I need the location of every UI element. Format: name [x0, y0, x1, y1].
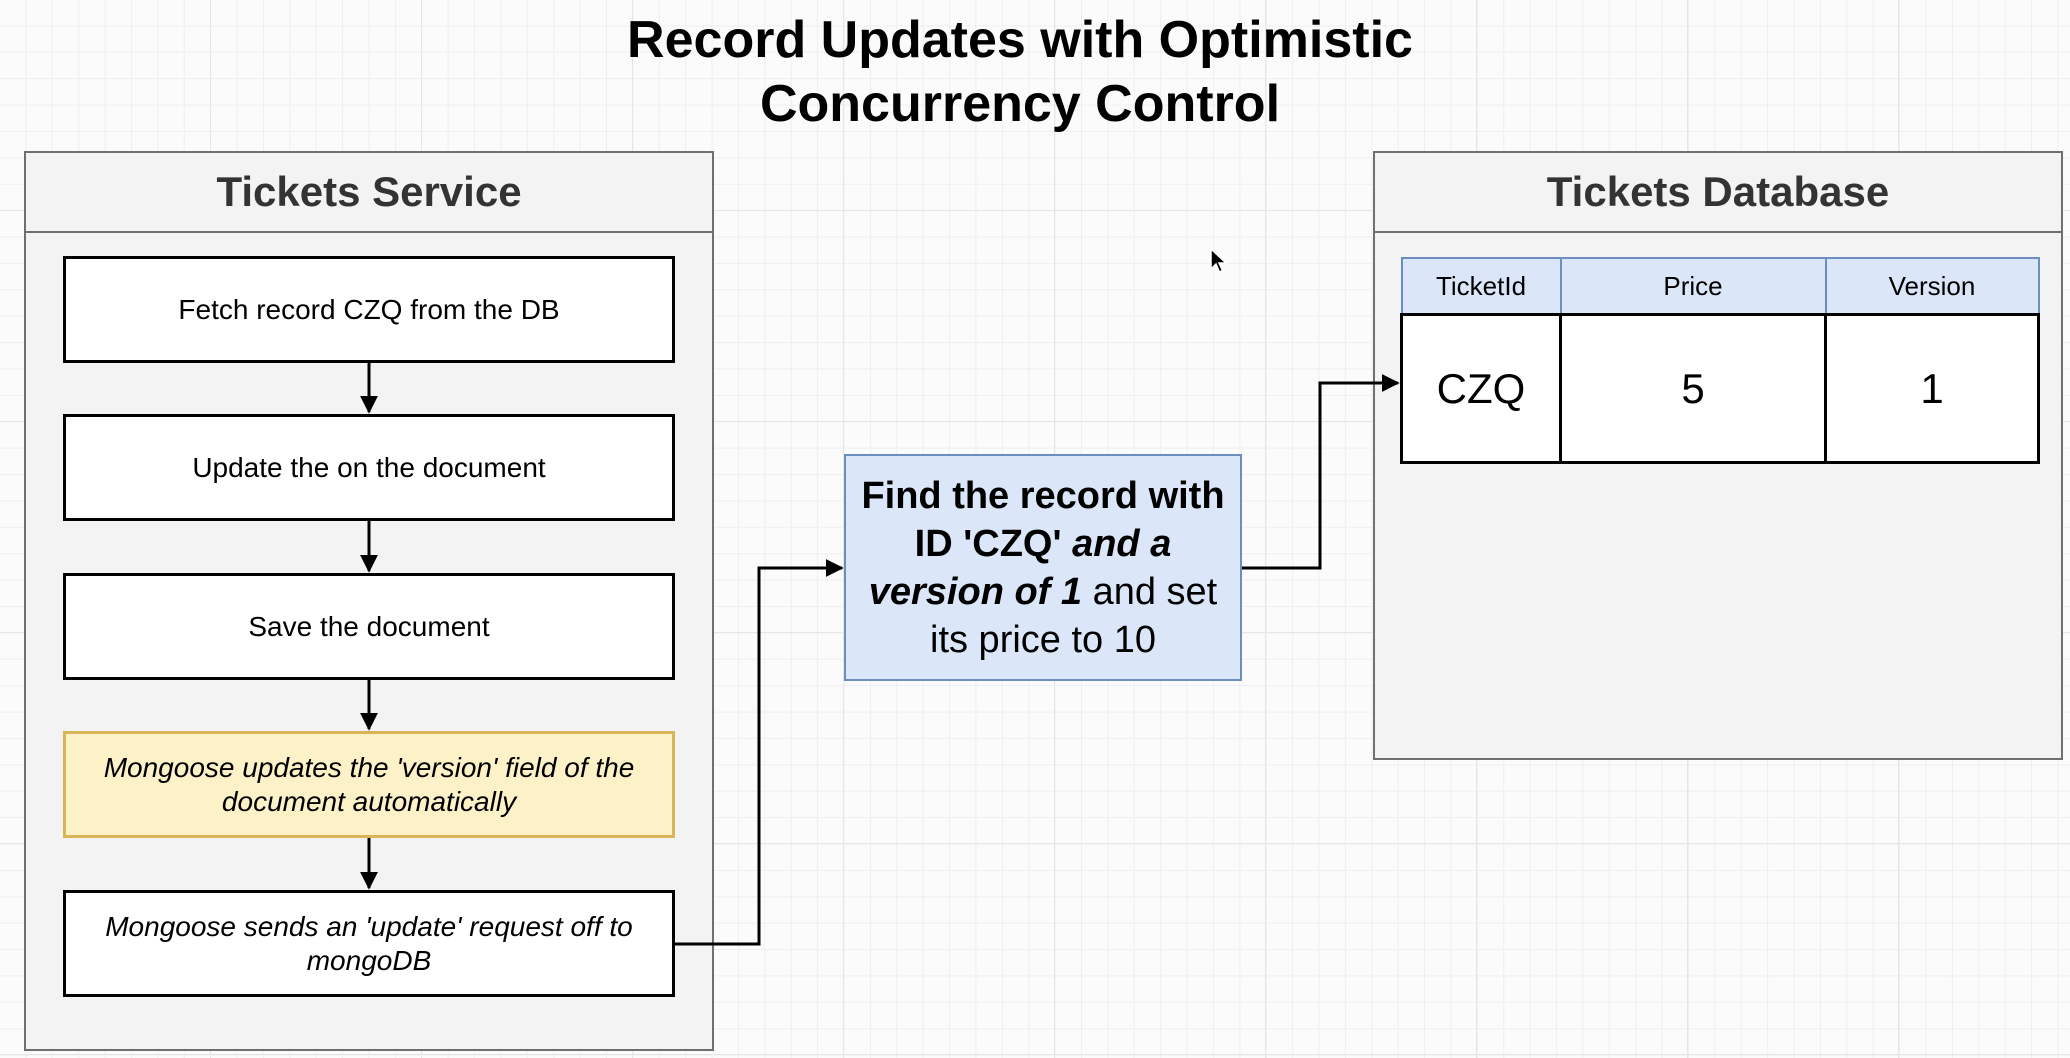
cell-version: 1: [1824, 313, 2040, 464]
column-header-ticketid: TicketId: [1400, 257, 1562, 316]
tickets-service-heading: Tickets Service: [26, 153, 712, 233]
diagram-title-line-2: Concurrency Control: [759, 75, 1281, 133]
table-row: CZQ 5 1: [1400, 313, 2040, 464]
tickets-table: TicketId Price Version CZQ 5 1: [1400, 257, 2040, 464]
cell-price: 5: [1559, 313, 1827, 464]
cell-ticketid: CZQ: [1400, 313, 1562, 464]
diagram-title-line-1: Record Updates with Optimistic: [627, 11, 1413, 69]
step-save-document: Save the document: [63, 573, 675, 680]
arrow-query-to-database: [1242, 374, 1400, 570]
diagram-title: Record Updates with Optimistic Concurren…: [420, 8, 1620, 136]
tickets-database-heading: Tickets Database: [1375, 153, 2061, 233]
arrow-send-to-query: [675, 559, 844, 946]
query-box: Find the record with ID 'CZQ' and a vers…: [844, 454, 1242, 681]
step-fetch-record: Fetch record CZQ from the DB: [63, 256, 675, 363]
query-text-part-2: and a version of 1: [868, 522, 1172, 613]
step-mongoose-version-note: Mongoose updates the 'version' field of …: [63, 731, 675, 838]
mouse-pointer-icon: [1210, 248, 1228, 274]
query-text-part-3: and set its price to 10: [930, 570, 1218, 661]
column-header-version: Version: [1824, 257, 2040, 316]
query-text: Find the record with ID 'CZQ' and a vers…: [856, 472, 1230, 664]
column-header-price: Price: [1559, 257, 1827, 316]
step-mongoose-sends-update: Mongoose sends an 'update' request off t…: [63, 890, 675, 997]
tickets-table-header-row: TicketId Price Version: [1400, 257, 2040, 316]
query-text-part-1: Find the record with ID 'CZQ': [861, 474, 1225, 565]
step-update-document: Update the on the document: [63, 414, 675, 521]
